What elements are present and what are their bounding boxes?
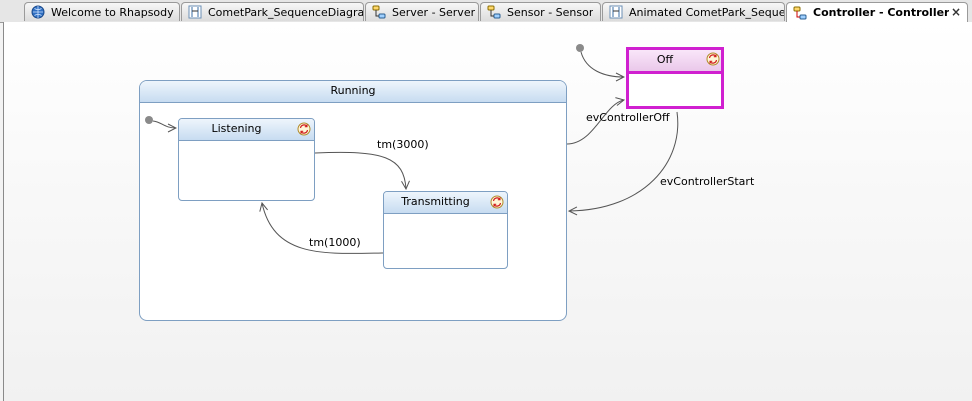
- sequence-diagram-icon: [188, 5, 202, 19]
- statechart-icon: [793, 6, 807, 20]
- transition-transmitting-to-listening[interactable]: [262, 203, 384, 254]
- state-off-header: Off: [629, 50, 721, 74]
- transition-wires: [145, 44, 679, 254]
- statechart-canvas[interactable]: Running Listening Transmitting Off: [3, 22, 972, 401]
- default-transition-dot[interactable]: [576, 44, 584, 52]
- transition-off-to-running[interactable]: [569, 111, 679, 211]
- state-transmitting-header: Transmitting: [384, 192, 507, 214]
- transition-label[interactable]: tm(3000): [377, 138, 429, 151]
- tab-welcome[interactable]: Welcome to Rhapsody: [24, 2, 180, 21]
- reactive-state-icon: [490, 195, 504, 209]
- reactive-state-icon: [297, 122, 311, 136]
- tab-cometpark-sequence-diagram[interactable]: CometPark_SequenceDiagra...: [181, 2, 364, 21]
- default-transition-off[interactable]: [580, 51, 624, 77]
- state-name: Transmitting: [401, 195, 470, 208]
- statechart-icon: [487, 5, 501, 19]
- tab-label: Sensor - Sensor: [507, 5, 594, 19]
- close-tab-icon[interactable]: ×: [950, 5, 961, 19]
- tab-label: CometPark_SequenceDiagra...: [208, 5, 363, 19]
- reactive-state-icon: [706, 52, 720, 66]
- default-transition-listening[interactable]: [152, 120, 176, 128]
- editor-tab-strip: Welcome to Rhapsody CometPark_SequenceDi…: [0, 0, 972, 23]
- globe-icon: [31, 5, 45, 19]
- sequence-diagram-icon: [609, 5, 623, 19]
- tab-sensor[interactable]: Sensor - Sensor: [480, 2, 601, 21]
- state-name: Listening: [211, 122, 262, 135]
- default-transition-dot[interactable]: [145, 116, 153, 124]
- state-transmitting[interactable]: Transmitting: [383, 191, 508, 269]
- transition-running-to-off[interactable]: [566, 100, 624, 145]
- tab-label: Controller - Controller: [813, 6, 950, 19]
- transition-label[interactable]: tm(1000): [309, 236, 361, 249]
- transition-label[interactable]: evControllerStart: [660, 175, 755, 188]
- transition-label[interactable]: evControllerOff: [586, 111, 670, 124]
- state-off-active[interactable]: Off: [626, 47, 724, 109]
- tab-animated-cometpark-sequence[interactable]: Animated CometPark_Seque...: [602, 2, 785, 21]
- state-name: Running: [330, 84, 376, 97]
- statechart-icon: [372, 5, 386, 19]
- tab-label: Welcome to Rhapsody: [51, 5, 174, 19]
- state-running-header: Running: [140, 81, 566, 103]
- state-listening-header: Listening: [179, 119, 314, 141]
- state-name: Off: [656, 53, 674, 66]
- transition-listening-to-transmitting[interactable]: [314, 151, 406, 189]
- state-listening[interactable]: Listening: [178, 118, 315, 201]
- tab-label: Server - Server: [392, 5, 476, 19]
- tab-label: Animated CometPark_Seque...: [629, 5, 784, 19]
- tab-controller[interactable]: Controller - Controller ×: [786, 2, 968, 22]
- tab-server[interactable]: Server - Server: [365, 2, 479, 21]
